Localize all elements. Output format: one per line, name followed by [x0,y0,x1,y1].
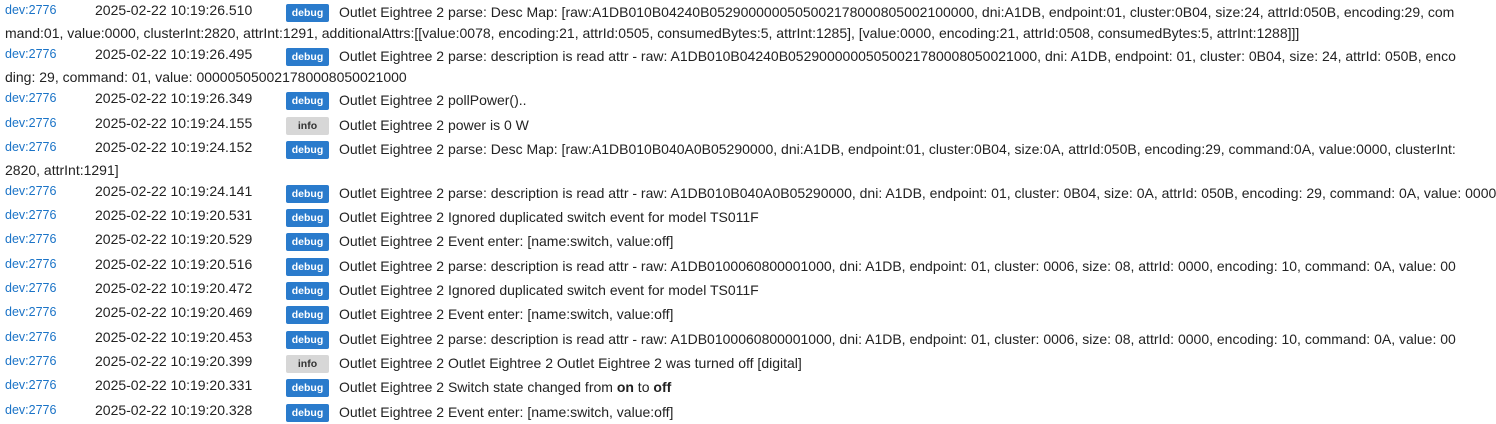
level-badge: info [286,117,329,135]
log-message: Outlet Eightree 2 Event enter: [name:swi… [339,233,674,249]
log-message: Outlet Eightree 2 pollPower().. [339,92,527,108]
level-badge: info [286,355,329,373]
level-badge: debug [286,282,329,300]
level-badge: debug [286,404,329,422]
timestamp: 2025-02-22 10:19:24.155 [95,115,253,131]
timestamp: 2025-02-22 10:19:20.399 [95,353,253,369]
level-badge: debug [286,185,329,203]
device-link[interactable]: dev:2776 [5,3,57,17]
level-badge: debug [286,306,329,324]
timestamp: 2025-02-22 10:19:24.141 [95,183,253,199]
timestamp: 2025-02-22 10:19:20.472 [95,280,253,296]
log-message: Outlet Eightree 2 parse: description is … [339,331,1456,347]
timestamp: 2025-02-22 10:19:20.516 [95,256,253,272]
log-entry: dev:2776 2025-02-22 10:19:26.349 debug O… [0,88,1462,113]
device-link[interactable]: dev:2776 [5,140,57,154]
level-badge: debug [286,209,329,227]
log-message: Outlet Eightree 2 Outlet Eightree 2 Outl… [339,355,802,371]
log-message: Outlet Eightree 2 Ignored duplicated swi… [339,209,759,225]
log-entry: dev:2776 2025-02-22 10:19:20.453 debug O… [0,327,1462,351]
timestamp: 2025-02-22 10:19:26.510 [95,2,253,18]
device-link[interactable]: dev:2776 [5,47,57,61]
log-message: Outlet Eightree 2 Ignored duplicated swi… [339,282,759,298]
timestamp: 2025-02-22 10:19:26.349 [95,90,253,106]
timestamp: 2025-02-22 10:19:20.529 [95,231,253,247]
device-link[interactable]: dev:2776 [5,354,57,368]
log-entry: dev:2776 2025-02-22 10:19:20.529 debug O… [0,229,1462,254]
device-link[interactable]: dev:2776 [5,305,57,319]
level-badge: debug [286,258,329,276]
log-entry: dev:2776 2025-02-22 10:19:24.141 debug O… [0,181,1496,205]
level-badge: debug [286,233,329,251]
level-badge: debug [286,331,329,349]
timestamp: 2025-02-22 10:19:26.495 [95,46,253,62]
log-message: Outlet Eightree 2 parse: Desc Map: [raw:… [5,4,1455,41]
device-link[interactable]: dev:2776 [5,403,57,417]
log-message: Outlet Eightree 2 parse: Desc Map: [raw:… [5,141,1456,178]
log-message: Outlet Eightree 2 Switch state changed f… [339,379,672,395]
level-badge: debug [286,141,329,159]
device-link[interactable]: dev:2776 [5,116,57,130]
device-link[interactable]: dev:2776 [5,232,57,246]
level-badge: debug [286,4,329,22]
device-link[interactable]: dev:2776 [5,378,57,392]
state-to: off [653,379,672,395]
log-entry: dev:2776 2025-02-22 10:19:24.155 info Ou… [0,113,1462,137]
level-badge: debug [286,379,329,397]
level-badge: debug [286,92,329,110]
timestamp: 2025-02-22 10:19:20.328 [95,402,253,418]
log-entry: dev:2776 2025-02-22 10:19:26.495 debug O… [0,44,1462,88]
device-link[interactable]: dev:2776 [5,281,57,295]
timestamp: 2025-02-22 10:19:20.331 [95,377,253,393]
log-entry: dev:2776 2025-02-22 10:19:20.472 debug O… [0,278,1462,302]
device-link[interactable]: dev:2776 [5,184,57,198]
device-link[interactable]: dev:2776 [5,208,57,222]
log-entry: dev:2776 2025-02-22 10:19:26.510 debug O… [0,0,1462,44]
log-message: Outlet Eightree 2 parse: description is … [5,48,1456,85]
log-entry: dev:2776 2025-02-22 10:19:20.328 debug O… [0,400,1462,424]
log-entry: dev:2776 2025-02-22 10:19:20.531 debug O… [0,205,1462,229]
log-message: Outlet Eightree 2 Event enter: [name:swi… [339,404,674,420]
state-from: on [616,379,634,395]
log-entry: dev:2776 2025-02-22 10:19:20.516 debug O… [0,254,1462,278]
level-badge: debug [286,48,329,66]
log-message: Outlet Eightree 2 Event enter: [name:swi… [339,306,674,322]
log-message: Outlet Eightree 2 parse: description is … [339,185,1496,201]
timestamp: 2025-02-22 10:19:24.152 [95,139,253,155]
device-link[interactable]: dev:2776 [5,257,57,271]
log-entry: dev:2776 2025-02-22 10:19:20.331 debug O… [0,375,1462,400]
log-entry: dev:2776 2025-02-22 10:19:20.399 info Ou… [0,351,1462,375]
timestamp: 2025-02-22 10:19:20.531 [95,207,253,223]
timestamp: 2025-02-22 10:19:20.469 [95,304,253,320]
log-message: Outlet Eightree 2 parse: description is … [339,258,1456,274]
device-link[interactable]: dev:2776 [5,91,57,105]
log-message: Outlet Eightree 2 power is 0 W [339,117,529,133]
log-entry: dev:2776 2025-02-22 10:19:20.469 debug O… [0,302,1462,327]
device-link[interactable]: dev:2776 [5,330,57,344]
timestamp: 2025-02-22 10:19:20.453 [95,329,253,345]
log-entry: dev:2776 2025-02-22 10:19:24.152 debug O… [0,137,1462,181]
